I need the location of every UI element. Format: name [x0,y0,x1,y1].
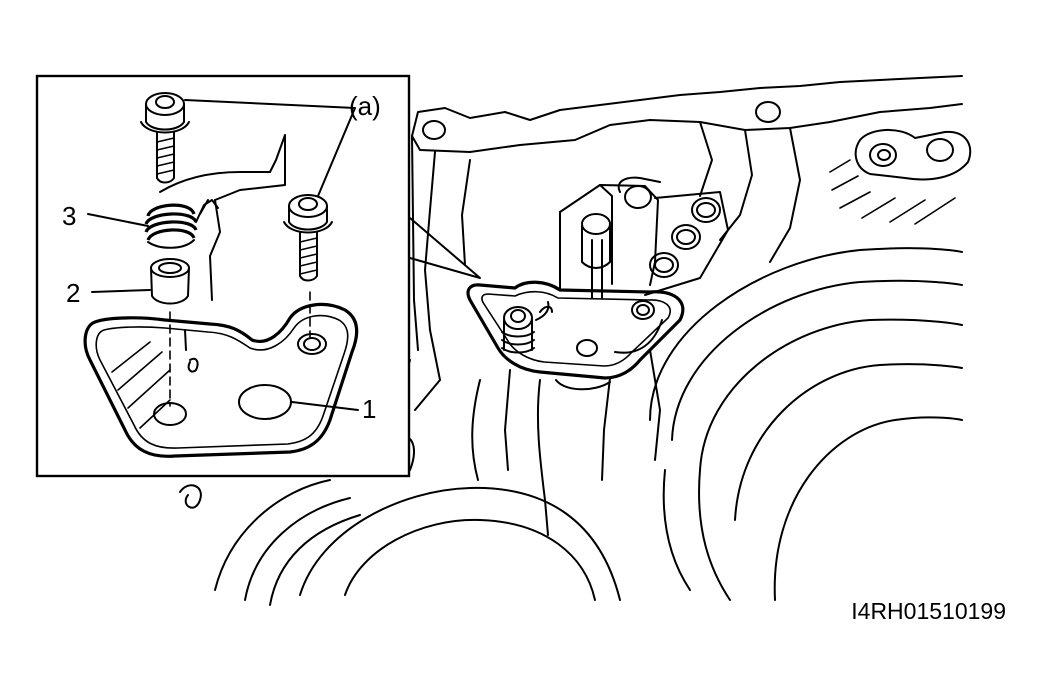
figure-code: I4RH01510199 [851,598,1006,624]
spring-part-3 [144,199,219,249]
transmission-case [179,75,972,606]
inset-leader-line [409,217,481,279]
installed-plate [466,280,685,380]
plate-part-1 [83,302,359,458]
label-part-1: 1 [362,394,376,424]
inset-frame [35,74,411,478]
bolt-upper [140,92,190,184]
collar-part-2 [150,258,190,305]
label-part-3: 3 [62,201,76,231]
label-part-2: 2 [66,278,80,308]
inset-exploded-view [83,92,359,458]
bolt-lower [283,194,333,282]
label-callout-a: (a) [349,91,381,121]
